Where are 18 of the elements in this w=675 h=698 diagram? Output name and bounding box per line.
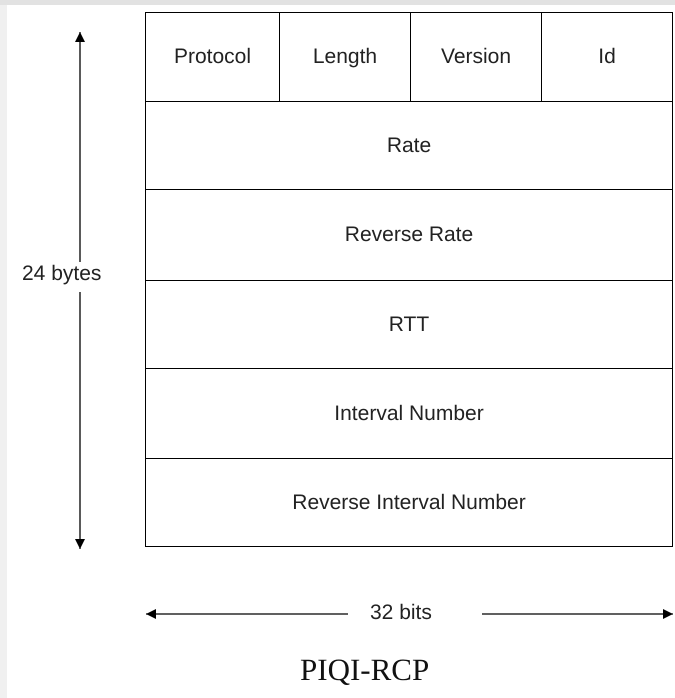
field-name: Version xyxy=(440,45,512,69)
field-cell xyxy=(541,12,673,102)
field-name: Length xyxy=(312,45,378,69)
field-name: Rate xyxy=(386,134,432,158)
field-cell xyxy=(145,368,673,459)
field-name: Protocol xyxy=(174,45,252,69)
field-cell xyxy=(145,458,673,547)
field-name: Interval Number xyxy=(334,402,484,426)
field-cell xyxy=(145,189,673,281)
dimension-label: 24 bytes xyxy=(22,262,102,286)
field-cell xyxy=(145,280,673,369)
field-name: Reverse Interval Number xyxy=(292,490,526,514)
field-name: Id xyxy=(598,45,616,69)
field-cell xyxy=(145,12,280,102)
field-name: RTT xyxy=(388,312,430,336)
field-cell xyxy=(145,101,673,190)
field-name: Reverse Rate xyxy=(344,223,474,247)
diagram-title: PIQI-RCP xyxy=(300,652,430,688)
